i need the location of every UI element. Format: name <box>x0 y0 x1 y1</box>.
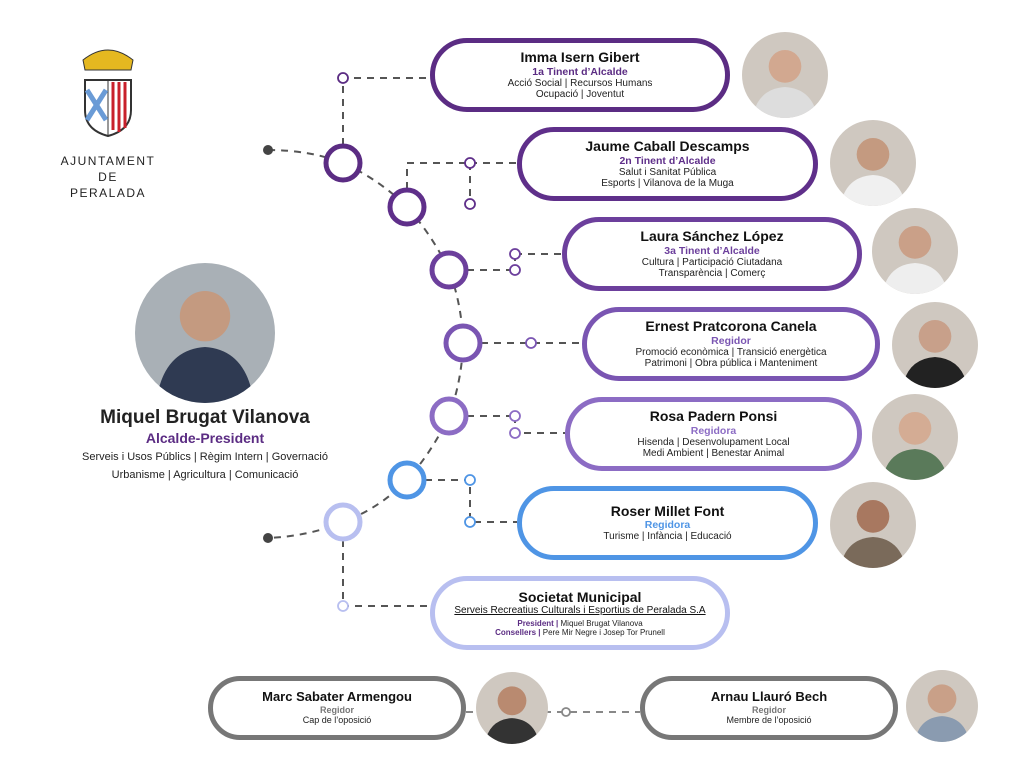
member-name: Rosa Padern Ponsi <box>649 408 778 425</box>
member-photo <box>872 208 958 294</box>
member-photo <box>830 482 916 568</box>
member-card: Jaume Caball Descamps 2n Tinent d’Alcald… <box>517 127 818 201</box>
member-areas: Acció Social | Recursos Humans <box>507 77 653 89</box>
member-role: 3a Tinent d’Alcalde <box>664 244 760 257</box>
member-areas: Promoció econòmica | Transició energètic… <box>635 346 827 358</box>
societat-municipal-card: Societat Municipal Serveis Recreatius Cu… <box>430 576 730 650</box>
member-role: 2n Tinent d’Alcalde <box>619 154 716 167</box>
member-role: Regidora <box>644 519 691 532</box>
member-card: Imma Isern Gibert 1a Tinent d’Alcalde Ac… <box>430 38 730 112</box>
member-photo <box>906 670 978 742</box>
member-areas: Turisme | Infància | Educació <box>603 531 732 543</box>
member-role: Regidor <box>711 334 751 347</box>
member-role: Regidor <box>319 705 354 716</box>
member-area: Membre de l’oposició <box>726 715 812 726</box>
member-name: Imma Isern Gibert <box>520 49 640 66</box>
member-name: Jaume Caball Descamps <box>585 138 750 155</box>
member-areas: Salut i Sanitat Pública <box>618 166 717 178</box>
coat-of-arms-icon <box>82 49 134 138</box>
member-areas: Patrimoni | Obra pública i Manteniment <box>644 358 818 370</box>
member-name: Marc Sabater Armengou <box>262 689 412 705</box>
member-areas: Ocupació | Joventut <box>535 89 625 101</box>
member-photo <box>830 120 916 206</box>
mayor-block: Miquel Brugat Vilanova Alcalde-President… <box>60 406 350 483</box>
member-role: 1a Tinent d’Alcalde <box>532 65 628 78</box>
member-role: Regidora <box>690 424 737 437</box>
consellers-names: Pere Mir Negre i Josep Tor Prunell <box>542 627 665 637</box>
member-photo <box>872 394 958 480</box>
member-card: Laura Sánchez López 3a Tinent d’Alcalde … <box>562 217 862 291</box>
member-areas: Esports | Vilanova de la Muga <box>601 178 734 190</box>
member-photo <box>476 672 548 744</box>
member-card: Ernest Pratcorona Canela Regidor Promoci… <box>582 307 880 381</box>
mayor-role: Alcalde-President <box>145 429 265 446</box>
member-card: Roser Millet Font Regidora Turisme | Inf… <box>517 486 818 560</box>
member-name: Arnau Llauró Bech <box>710 689 828 705</box>
opposition-card: Arnau Llauró Bech Regidor Membre de l’op… <box>640 676 898 740</box>
member-areas: Cultura | Participació Ciutadana <box>641 256 783 268</box>
member-name: Ernest Pratcorona Canela <box>645 318 817 335</box>
mayor-name: Miquel Brugat Vilanova <box>100 407 310 428</box>
president-label: President | <box>517 618 559 628</box>
member-areas: Transparència | Comerç <box>658 268 766 280</box>
opposition-card: Marc Sabater Armengou Regidor Cap de l’o… <box>208 676 466 740</box>
mayor-areas: Urbanisme | Agricultura | Comunicació <box>111 469 299 481</box>
logo-text-line1: AJUNTAMENT <box>60 154 156 168</box>
societat-subtitle: Serveis Recreatius Culturals i Esportius… <box>454 605 706 617</box>
member-name: Laura Sánchez López <box>640 228 784 245</box>
mayor-areas: Serveis i Usos Públics | Règim Intern | … <box>82 451 328 464</box>
member-name: Roser Millet Font <box>610 503 725 520</box>
member-areas: Medi Ambient | Benestar Animal <box>642 448 785 460</box>
president-name: Miquel Brugat Vilanova <box>560 618 643 628</box>
societat-title: Societat Municipal <box>518 589 642 606</box>
member-photo <box>892 302 978 388</box>
member-area: Cap de l’oposició <box>302 715 372 726</box>
mayor-photo <box>135 263 275 403</box>
member-photo <box>742 32 828 118</box>
member-role: Regidor <box>751 705 786 716</box>
consellers-label: Consellers | <box>495 627 541 637</box>
municipal-logo: AJUNTAMENT DE PERALADA <box>58 40 158 201</box>
logo-text-line2: DE PERALADA <box>69 170 147 200</box>
member-card: Rosa Padern Ponsi Regidora Hisenda | Des… <box>565 397 862 471</box>
member-areas: Hisenda | Desenvolupament Local <box>637 436 790 448</box>
